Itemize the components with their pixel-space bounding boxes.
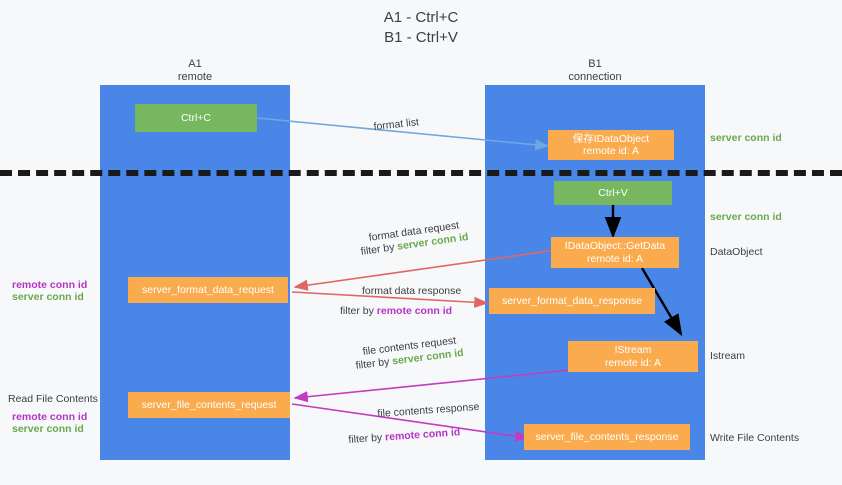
- arrow-format-list: [256, 117, 550, 151]
- box-server-file-contents-request[interactable]: server_file_contents_request: [128, 392, 290, 418]
- arrow-format-data-request: [293, 249, 557, 291]
- filter-prefix-4: filter by: [348, 431, 386, 446]
- title-line-2: B1 - Ctrl+V: [384, 29, 458, 46]
- box-server-file-contents-response[interactable]: server_file_contents_response: [524, 424, 690, 450]
- label-server-conn-id-mid: server conn id: [710, 211, 782, 223]
- arrow-file-contents-request: [293, 366, 601, 403]
- label-write-file-contents: Write File Contents: [710, 432, 800, 444]
- box-getdata-line1: IDataObject::GetData: [564, 240, 666, 252]
- box-idataobject-line1: 保存IDataObject: [572, 132, 650, 145]
- label-left-remote-conn-id-2: remote conn id: [12, 411, 88, 423]
- label-left-server-conn-id-2: server conn id: [12, 423, 84, 435]
- lane-header-a1: A1 remote: [120, 58, 270, 84]
- box-idataobject-getdata[interactable]: IDataObject::GetData remote id: A: [551, 237, 679, 268]
- label-server-conn-id-top: server conn id: [710, 132, 782, 144]
- box-server-format-data-response-label: server_format_data_response: [501, 294, 643, 307]
- label-format-data-response: format data response: [362, 285, 462, 297]
- label-dataobject: DataObject: [710, 246, 763, 258]
- box-idataobject[interactable]: 保存IDataObject remote id: A: [548, 130, 674, 160]
- lane-b1-name: B1: [588, 58, 602, 70]
- title-line-1: A1 - Ctrl+C: [383, 9, 459, 26]
- box-ctrl-v[interactable]: Ctrl+V: [554, 181, 672, 205]
- box-server-file-contents-request-label: server_file_contents_request: [141, 398, 277, 411]
- label-istream: Istream: [710, 350, 746, 362]
- lane-b1-sub: connection: [568, 71, 622, 83]
- arrow-getdata-to-istream: [640, 267, 683, 337]
- box-ctrl-c-label: Ctrl+C: [180, 111, 212, 124]
- box-istream-line1: IStream: [614, 344, 652, 356]
- box-istream[interactable]: IStream remote id: A: [568, 341, 698, 372]
- filter-value-2: remote conn id: [376, 305, 453, 317]
- box-getdata-line2: remote id: A: [586, 252, 644, 265]
- label-read-file-contents: Read File Contents: [8, 393, 98, 405]
- box-ctrl-v-label: Ctrl+V: [598, 186, 628, 199]
- label-left-remote-conn-id-1: remote conn id: [12, 279, 88, 291]
- arrow-file-contents-response: [291, 403, 530, 442]
- arrow-format-data-response: [291, 291, 489, 308]
- box-server-file-contents-response-label: server_file_contents_response: [535, 430, 679, 443]
- box-server-format-data-response[interactable]: server_format_data_response: [489, 288, 655, 314]
- box-istream-line2: remote id: A: [604, 356, 662, 369]
- label-format-data-response-filter: filter by remote conn id: [340, 305, 452, 318]
- filter-prefix-2: filter by: [340, 305, 377, 317]
- lane-a1-name: A1: [188, 58, 202, 70]
- box-server-format-data-request[interactable]: server_format_data_request: [128, 277, 288, 303]
- lane-header-b1: B1 connection: [520, 58, 670, 84]
- lane-a1-sub: remote: [177, 71, 213, 83]
- box-idataobject-line2: remote id: A: [582, 145, 640, 157]
- box-server-format-data-request-label: server_format_data_request: [142, 283, 274, 296]
- label-left-server-conn-id-1: server conn id: [12, 291, 84, 303]
- phase-divider: [0, 170, 842, 176]
- box-ctrl-c[interactable]: Ctrl+C: [135, 104, 257, 132]
- diagram-title: A1 - Ctrl+C B1 - Ctrl+V: [0, 8, 842, 48]
